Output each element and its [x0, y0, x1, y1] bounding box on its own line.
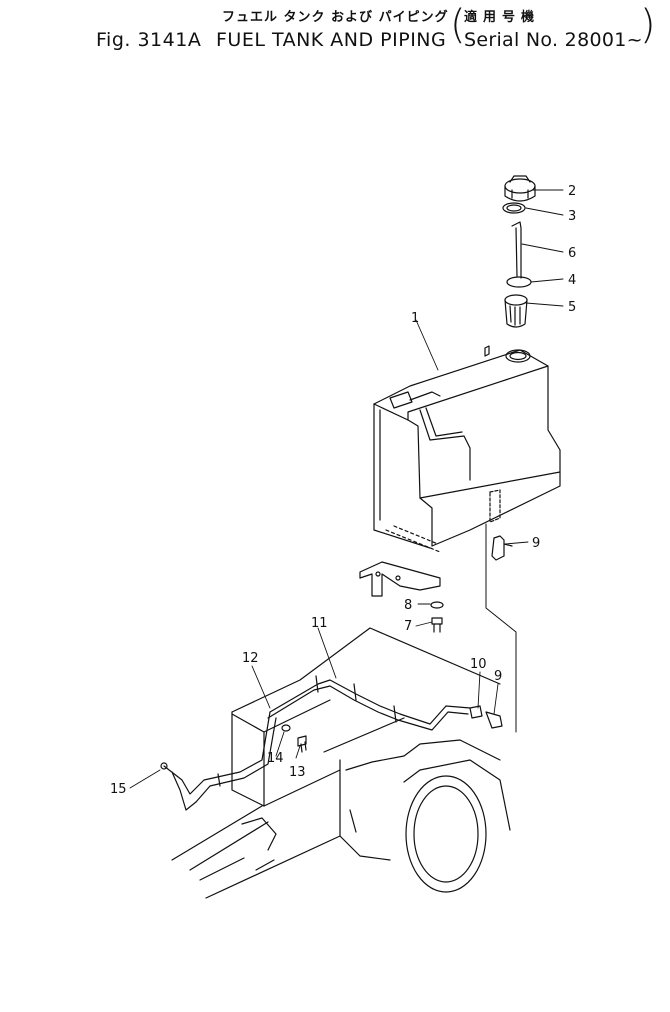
callout-1: 1	[411, 311, 419, 326]
serial-range: Serial No. 28001~	[464, 29, 643, 51]
callout-3: 3	[568, 209, 576, 224]
diagram-title: FUEL TANK AND PIPING	[216, 29, 447, 51]
filler-cap-part	[504, 175, 536, 202]
return-pipe-part	[160, 711, 277, 811]
level-gauge-part	[511, 221, 522, 279]
callout-10: 10	[470, 657, 487, 672]
japanese-serial-label: 適用号機	[464, 10, 541, 25]
callout-9-lower: 9	[494, 669, 502, 684]
washer-part	[430, 601, 444, 609]
callout-13: 13	[289, 765, 306, 780]
callout-8: 8	[404, 598, 412, 613]
bolt-part	[431, 617, 443, 633]
left-parenthesis: (	[450, 2, 466, 48]
mounting-bracket-part	[359, 561, 441, 597]
callout-7: 7	[404, 619, 412, 634]
callout-12: 12	[242, 651, 259, 666]
callout-2: 2	[568, 184, 576, 199]
machine-frame	[171, 627, 511, 899]
callout-11: 11	[311, 616, 328, 631]
fitting-part	[469, 705, 503, 729]
callout-15: 15	[110, 782, 127, 797]
callout-5: 5	[568, 300, 576, 315]
callout-9-upper: 9	[532, 536, 540, 551]
callout-labels: 1 2 3 4 5 6 7 8 9 9 10 11 12 13 14 15	[110, 184, 576, 797]
ring-part	[506, 276, 532, 288]
figure-number: Fig. 3141A	[96, 29, 202, 51]
fuel-tank-part	[373, 345, 561, 553]
strainer-part	[504, 294, 528, 328]
callout-6: 6	[568, 246, 576, 261]
japanese-title: フュエル タンク および パイピング	[222, 10, 449, 25]
callout-4: 4	[568, 273, 576, 288]
callout-14: 14	[267, 751, 284, 766]
fuel-pipe-part	[267, 675, 471, 731]
drain-valve-part	[491, 535, 513, 561]
leader-lines	[129, 189, 564, 789]
right-parenthesis: )	[640, 2, 656, 48]
seal-ring-part	[502, 202, 526, 214]
clamp-bolt-part	[281, 724, 307, 753]
